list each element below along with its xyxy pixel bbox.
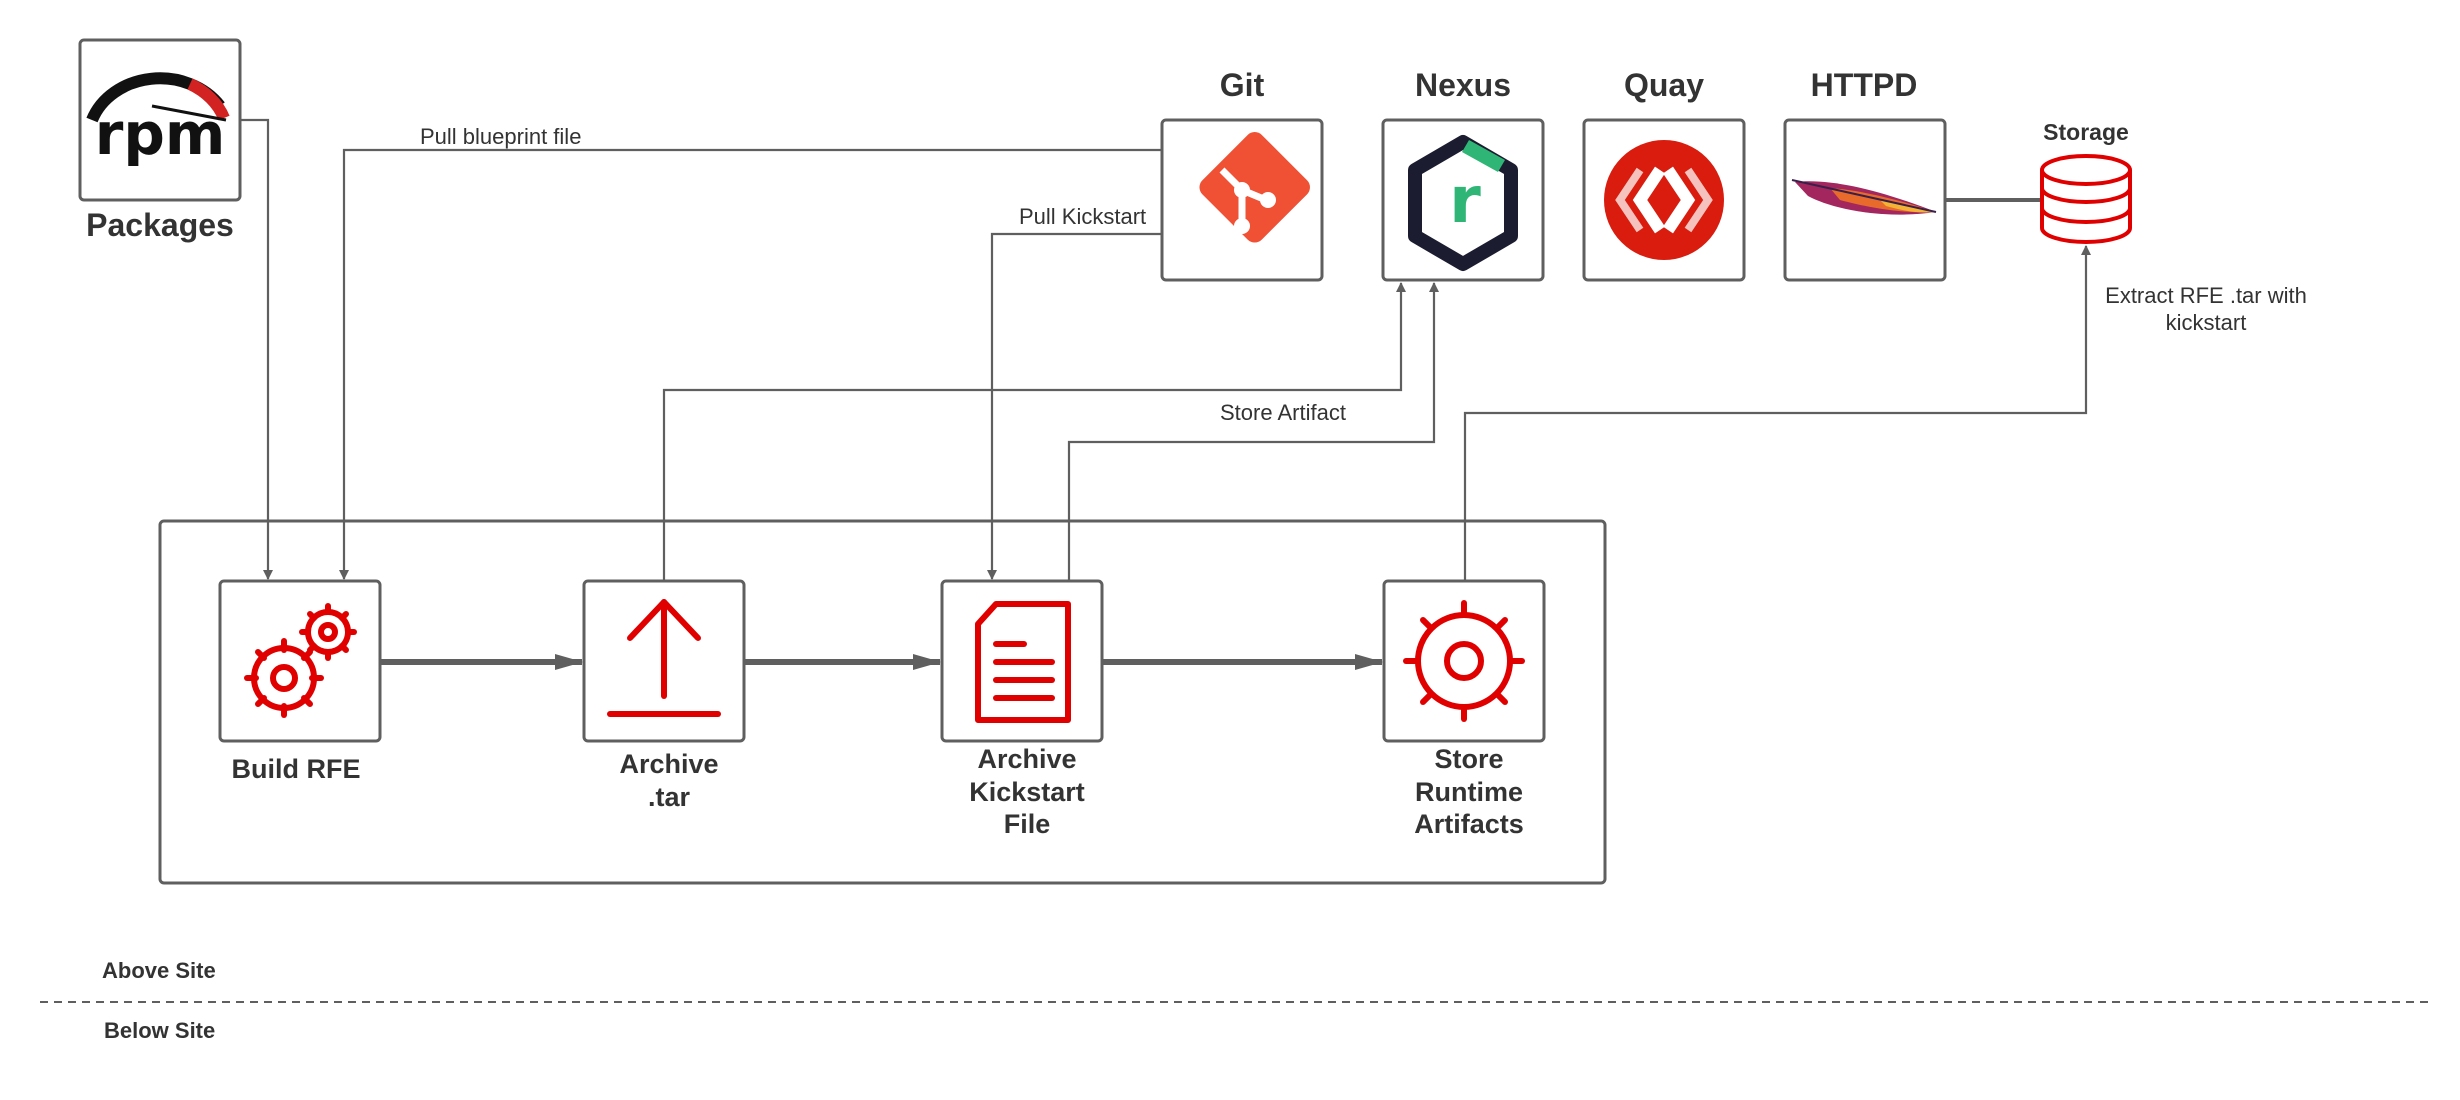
apache-feather-icon (1791, 179, 1937, 215)
storage-node: Storage (2040, 119, 2132, 244)
extract-label-line2: kickstart (2166, 310, 2247, 335)
store-artifact-label: Store Artifact (1220, 400, 1346, 425)
storage-title: Storage (2043, 119, 2129, 145)
quay-title: Quay (1624, 67, 1704, 103)
gear-icon (1403, 600, 1525, 722)
quay-node: Quay (1582, 67, 1746, 282)
edge-pull-blueprint (339, 148, 1162, 580)
database-icon (2040, 154, 2132, 244)
packages-label: Packages (86, 207, 234, 243)
quay-logo-icon (1604, 140, 1724, 260)
pull-kickstart-label: Pull Kickstart (1019, 204, 1146, 229)
upload-icon (607, 599, 721, 717)
archive-tar-label-line1: Archive (619, 749, 718, 779)
step-build-rfe: Build RFE (218, 579, 382, 784)
nexus-node: Nexus r (1381, 67, 1545, 282)
document-icon (975, 601, 1071, 723)
edge-tar-to-nexus (662, 282, 1406, 581)
httpd-title: HTTPD (1811, 67, 1918, 103)
edge-packages-to-build (240, 118, 273, 580)
build-rfe-label: Build RFE (232, 754, 361, 784)
pipeline-container (158, 519, 1607, 885)
pull-blueprint-label: Pull blueprint file (420, 124, 581, 149)
archive-kickstart-label-line3: File (1004, 809, 1051, 839)
nexus-letter: r (1449, 164, 1481, 238)
below-site-label: Below Site (104, 1018, 215, 1043)
nexus-logo-icon: r (1408, 135, 1518, 271)
build-rfe-box (218, 579, 382, 743)
store-runtime-label-line3: Artifacts (1414, 809, 1524, 839)
store-runtime-label-line1: Store (1434, 744, 1503, 774)
gears-icon (244, 603, 357, 718)
store-runtime-label-line2: Runtime (1415, 777, 1523, 807)
extract-label-line1: Extract RFE .tar with (2105, 283, 2307, 308)
httpd-node: HTTPD (1783, 67, 1947, 282)
above-site-label: Above Site (102, 958, 216, 983)
step-archive-kickstart: Archive Kickstart File (940, 579, 1104, 839)
packages-node: rpm Packages (78, 38, 242, 243)
nexus-title: Nexus (1415, 67, 1511, 103)
git-node: Git (1160, 67, 1324, 282)
git-logo-icon (1199, 132, 1310, 243)
rpm-logo-text: rpm (95, 100, 226, 168)
rpm-logo-icon: rpm (86, 72, 230, 168)
edge-pull-kickstart (987, 232, 1162, 580)
edge-kickstart-to-nexus (1067, 282, 1439, 581)
archive-tar-label-line2: .tar (648, 782, 691, 812)
edge-store-to-storage (1463, 245, 2091, 581)
archive-kickstart-label-line1: Archive (977, 744, 1076, 774)
step-archive-tar: Archive .tar (582, 579, 746, 812)
archive-kickstart-label-line2: Kickstart (969, 777, 1085, 807)
git-title: Git (1220, 67, 1265, 103)
